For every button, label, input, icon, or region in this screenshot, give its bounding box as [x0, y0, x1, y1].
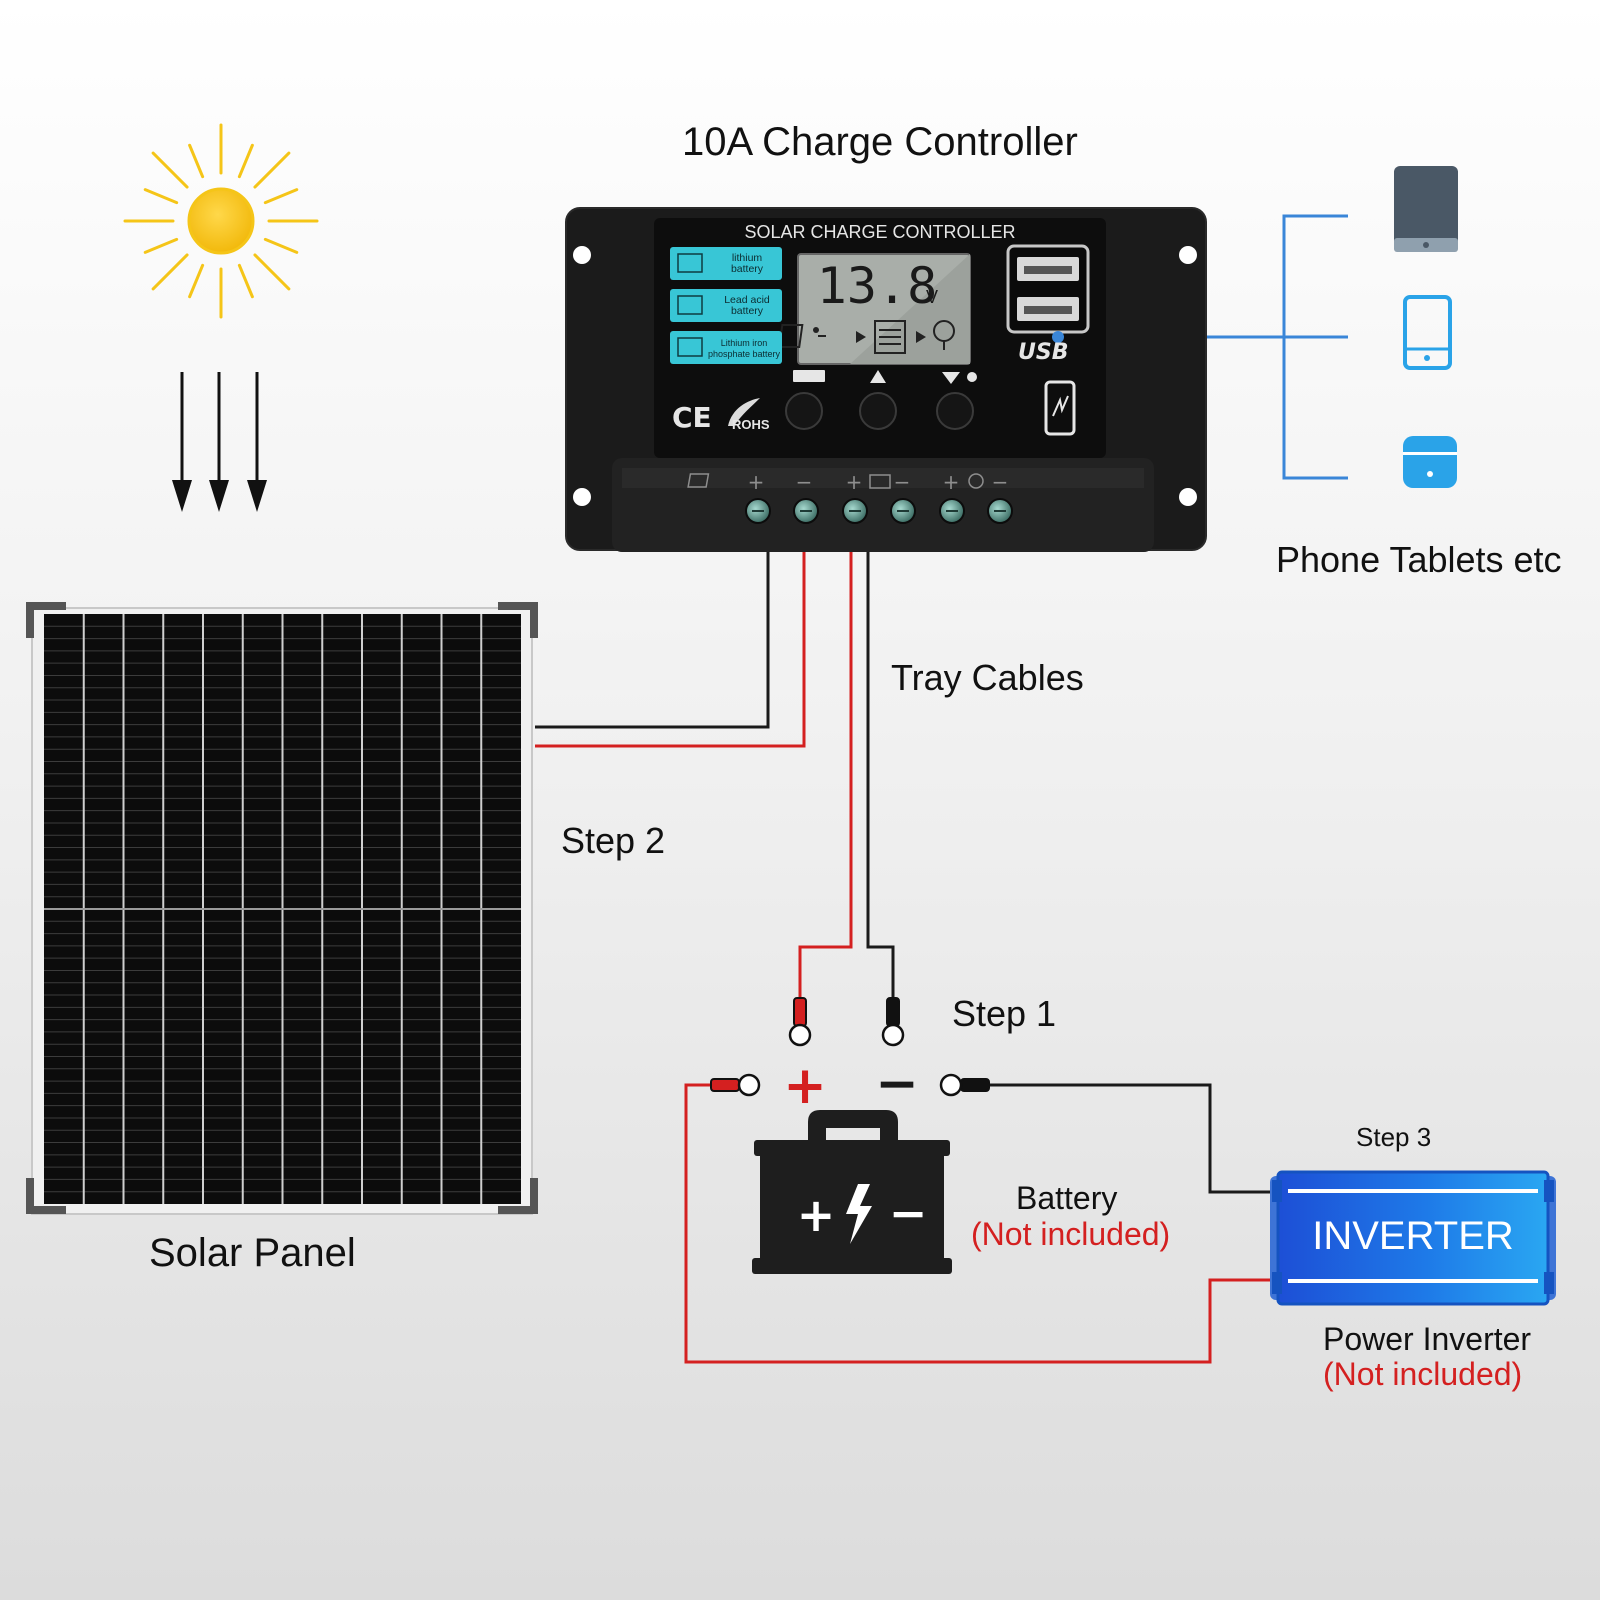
battery-type-line2: battery	[731, 263, 764, 275]
usb-label: USB	[1018, 340, 1068, 365]
battery-not-included: (Not included)	[971, 1216, 1171, 1252]
controller-header: SOLAR CHARGE CONTROLLER	[744, 222, 1015, 242]
controller-text: SOLAR CHARGE CONTROLLER 13.8 V lithium b…	[672, 222, 1068, 434]
terminal-sign: −	[894, 470, 911, 494]
solar-panel	[26, 602, 538, 1215]
phone-charge-icon	[1044, 380, 1076, 436]
lcd-voltage-value: 13.8	[817, 257, 937, 315]
power-inverter-label: Power Inverter	[1323, 1321, 1532, 1357]
battery-type-line2: phosphate battery	[708, 349, 781, 359]
step2-label: Step 2	[561, 820, 666, 861]
down-light-button[interactable]	[936, 392, 974, 430]
battery-label: Battery	[1016, 1180, 1118, 1216]
sun-icon	[123, 123, 319, 319]
ring-terminals	[710, 997, 990, 1097]
earbuds-case-icon	[1403, 436, 1457, 488]
terminal-sign: +	[943, 470, 960, 494]
charge-controller	[565, 207, 1207, 552]
tablet-icon	[1394, 166, 1458, 252]
terminal-signs: + − + − + −	[748, 470, 1009, 494]
step1-label: Step 1	[952, 993, 1057, 1034]
inverter-not-included: (Not included)	[1323, 1356, 1523, 1392]
charge-controller-title: 10A Charge Controller	[682, 120, 1078, 164]
battery-body-minus: −	[889, 1186, 928, 1240]
rohs-mark: ROHS	[732, 417, 770, 432]
terminal-sign: +	[748, 470, 765, 494]
terminal-sign: −	[796, 470, 813, 494]
terminal-sign: −	[992, 470, 1009, 494]
sunlight-arrows-icon	[172, 372, 267, 512]
inverter-icon	[1270, 1170, 1556, 1306]
battery-type-line1: Lithium iron	[721, 338, 768, 348]
ce-mark: CE	[672, 401, 712, 434]
terminal-sign: +	[846, 470, 863, 494]
rohs-leaf-icon	[728, 398, 760, 426]
battery-icon	[752, 1110, 952, 1274]
battery-minus-sign: −	[875, 1054, 919, 1114]
battery-type-card	[670, 247, 782, 280]
battery-symbols: + − + −	[783, 1054, 927, 1242]
battery-type-line1: lithium	[732, 252, 763, 264]
menu-button[interactable]	[785, 392, 823, 430]
inverter-label: INVERTER	[1312, 1214, 1514, 1258]
tray-cables-label: Tray Cables	[891, 657, 1084, 698]
lcd-voltage-unit: V	[926, 287, 938, 307]
up-button[interactable]	[859, 392, 897, 430]
phone-icon	[1403, 295, 1452, 370]
battery-body-plus: +	[797, 1188, 836, 1242]
battery-type-line2: battery	[731, 305, 764, 317]
step3-label: Step 3	[1356, 1122, 1432, 1152]
phone-tablets-label: Phone Tablets etc	[1276, 539, 1562, 580]
solar-panel-label: Solar Panel	[149, 1231, 356, 1275]
battery-plus-sign: +	[783, 1056, 827, 1116]
battery-type-line1: Lead acid	[724, 294, 770, 306]
